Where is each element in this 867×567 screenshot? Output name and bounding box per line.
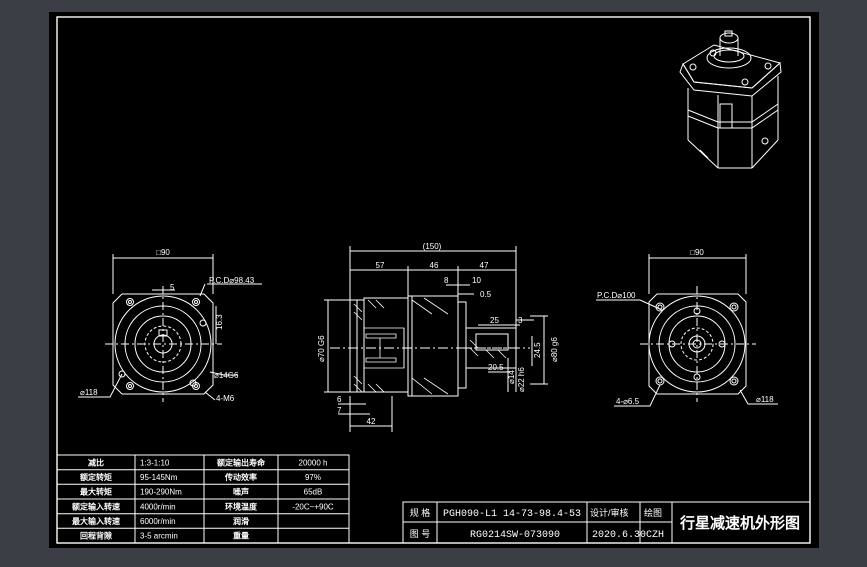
title-block-labels: 规 格 PGH090-L1 14-73-98.4-53 设计/审核 绘图 图 号… [410, 507, 800, 541]
spec-value-4: -20C~+90C [292, 502, 334, 511]
dim-outer-dia-left: ⌀118 [80, 388, 98, 397]
isometric-view [679, 30, 782, 169]
dim-25: 25 [490, 316, 499, 325]
dim-key-width: 5 [170, 283, 175, 292]
dim-bottom-42: 42 [367, 417, 376, 426]
spec-value-4: 4000r/min [140, 502, 176, 511]
dim-pilot: ⌀70 G6 [317, 335, 326, 362]
dim-overall-length: (150) [423, 242, 442, 251]
dim-flange: ⌀80 g6 [550, 337, 559, 362]
front-view-right [596, 254, 778, 407]
dim-seg-a: 57 [376, 261, 385, 270]
dim-holes-left: 4-M6 [216, 394, 235, 403]
drawing-sheet [49, 12, 819, 548]
dim-seg-c: 47 [480, 261, 489, 270]
spec-value-2: 95-145Nm [140, 473, 178, 482]
drawing-number: RG0214SW-073090 [470, 530, 560, 541]
dim-seg-b: 46 [430, 261, 439, 270]
spec-key-5: 润滑 [233, 516, 249, 526]
spec-key-4: 环境温度 [225, 501, 258, 511]
dim-10: 10 [472, 276, 481, 285]
spec-value-3: 65dB [304, 488, 323, 497]
label-drawing-number: 图 号 [410, 529, 431, 539]
spec-value-5: 6000r/min [140, 517, 176, 526]
front-view-left [78, 254, 262, 402]
spec-key-1: 额定输出寿命 [217, 457, 266, 467]
front-view-right-labels: □90 P.C.D⌀100 4-⌀6.5 ⌀118 [597, 248, 774, 406]
front-view-left-labels: □90 P.C.D⌀98.43 5 16.3 ⌀14G6 ⌀118 4-M6 [80, 248, 255, 403]
spec-key-3: 噪声 [233, 487, 249, 497]
dim-bore-2: ⌀22 h6 [517, 367, 526, 392]
spec-key-2: 传动效率 [224, 472, 257, 482]
dim-shaft-dia-left: ⌀14G6 [214, 371, 239, 380]
side-section-labels: (150) 57 46 47 8 10 0.5 25 3 ⌀70 G6 20.5… [317, 242, 559, 426]
spec-key-4: 额定输入转速 [72, 501, 120, 511]
spec-value-2: 97% [305, 473, 321, 482]
spec-value-1: 20000 h [299, 458, 328, 467]
spec-key-3: 最大转矩 [80, 487, 112, 497]
dim-bore-1: ⌀14 [507, 370, 516, 384]
spec-value-6: 3-5 arcmin [140, 532, 178, 541]
section-hatch [353, 297, 507, 395]
spec-key-6: 回程背隙 [80, 531, 112, 541]
dim-bottom-6: 6 [337, 395, 342, 404]
dim-8: 8 [444, 276, 449, 285]
dim-bottom-7: 7 [337, 406, 342, 415]
spec-table-cells: 减比 1:3-1:10 额定输出寿命 20000 h 额定转矩 95-145Nm 传动效率 9… [72, 457, 334, 540]
spec-value-3: 190-290Nm [140, 488, 182, 497]
spec-value-1: 1:3-1:10 [140, 458, 170, 467]
designer-value: 绘图 [644, 507, 662, 518]
title-block [402, 501, 811, 544]
dim-holes-right: 4-⌀6.5 [616, 397, 640, 406]
spec-table [56, 454, 350, 544]
dim-0-5: 0.5 [480, 290, 492, 299]
label-spec: 规 格 [410, 507, 431, 518]
side-section-view [324, 246, 548, 432]
spec-key-1: 减比 [88, 457, 104, 467]
drafter-initials: CZH [646, 530, 664, 541]
dim-key-height: 16.3 [215, 314, 224, 330]
dim-pcd-left: P.C.D⌀98.43 [209, 276, 255, 285]
dim-3: 3 [518, 316, 523, 325]
dim-step: 24.5 [533, 342, 542, 358]
spec-key-6: 重量 [233, 531, 249, 541]
drawing-title: 行星减速机外形图 [679, 514, 800, 532]
spec-key-5: 最大输入转速 [72, 516, 120, 526]
dim-pcd-right: P.C.D⌀100 [597, 291, 636, 300]
dim-width-left: □90 [156, 248, 170, 257]
dim-outer-dia-right: ⌀118 [756, 395, 774, 404]
spec-key-2: 额定转矩 [80, 472, 112, 482]
dim-shaft-length: 20.5 [488, 363, 504, 372]
drawing-date: 2020.6.30 [592, 530, 646, 541]
model-number: PGH090-L1 14-73-98.4-53 [443, 509, 581, 520]
label-designer: 设计/审核 [590, 507, 629, 518]
dim-width-right: □90 [690, 248, 704, 257]
